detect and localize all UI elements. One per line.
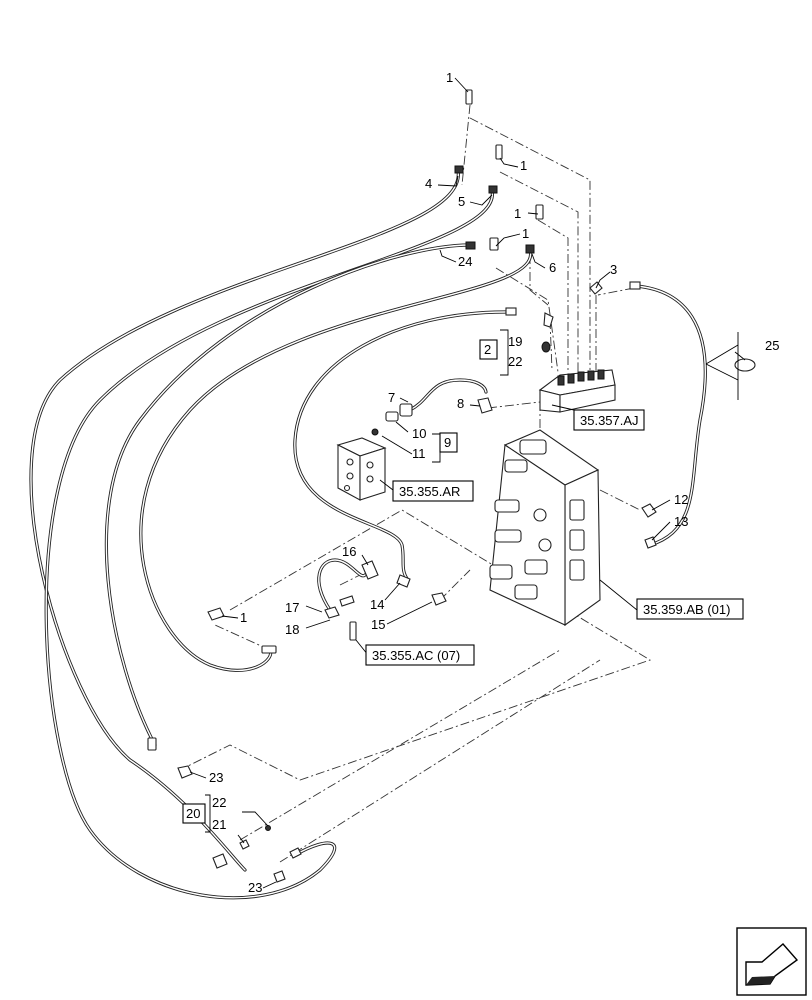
- valve-block-small: [336, 437, 387, 501]
- callout-18: 18: [285, 622, 299, 637]
- valve-section-top: [538, 369, 616, 413]
- fittings: [147, 89, 756, 883]
- callout-8: 8: [457, 396, 464, 411]
- callout-23b: 23: [248, 880, 262, 895]
- ref-35-355-ac: 35.355.AC (07): [372, 648, 460, 663]
- ref-35-357-aj: 35.357.AJ: [580, 413, 639, 428]
- callout-9: 9: [444, 435, 451, 450]
- callout-6: 6: [549, 260, 556, 275]
- callout-24: 24: [458, 254, 472, 269]
- callout-17: 17: [285, 600, 299, 615]
- callout-23a: 23: [209, 770, 223, 785]
- boxed-callouts: 2 9 20: [182, 339, 498, 824]
- callouts: 1 1 1 1 1 4 5 24 6 3 25 19 22 7 8 10 11 …: [209, 70, 779, 895]
- callout-13: 13: [674, 514, 688, 529]
- callout-1d: 1: [522, 226, 529, 241]
- ref-35-359-ab: 35.359.AB (01): [643, 602, 730, 617]
- callout-7: 7: [388, 390, 395, 405]
- ref-35-355-ar: 35.355.AR: [399, 484, 460, 499]
- direction-arrow-icon[interactable]: [736, 927, 807, 996]
- hose-19: [293, 310, 507, 582]
- callout-16: 16: [342, 544, 356, 559]
- callout-20: 20: [186, 806, 200, 821]
- callout-1c: 1: [514, 206, 521, 221]
- callout-1e: 1: [240, 610, 247, 625]
- main-control-valve: [489, 429, 601, 627]
- callout-15: 15: [371, 617, 385, 632]
- hose-5: [44, 188, 494, 900]
- callout-2: 2: [484, 342, 491, 357]
- callout-1b: 1: [520, 158, 527, 173]
- callout-10: 10: [412, 426, 426, 441]
- callout-3: 3: [610, 262, 617, 277]
- callout-25: 25: [765, 338, 779, 353]
- callout-11: 11: [412, 446, 426, 461]
- callout-21: 21: [212, 817, 226, 832]
- callout-12: 12: [674, 492, 688, 507]
- callout-22b: 22: [212, 795, 226, 810]
- callout-1a: 1: [446, 70, 453, 85]
- callout-19: 19: [508, 334, 522, 349]
- reference-boxes: 35.357.AJ 35.355.AR 35.359.AB (01) 35.35…: [365, 409, 744, 666]
- callout-4: 4: [425, 176, 432, 191]
- callout-22a: 22: [508, 354, 522, 369]
- hose-4: [29, 168, 460, 872]
- callout-14: 14: [370, 597, 384, 612]
- callout-5: 5: [458, 194, 465, 209]
- hoses: [29, 168, 707, 900]
